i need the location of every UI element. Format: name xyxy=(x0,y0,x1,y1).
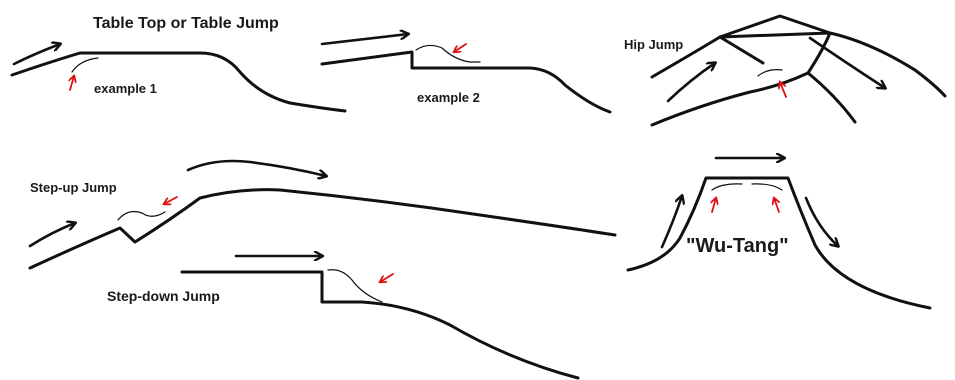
wu-tang-left-red-marker xyxy=(712,198,716,213)
hip-jump-label: Hip Jump xyxy=(624,37,683,52)
example-1-label: example 1 xyxy=(94,81,157,96)
table-top-2-direction-arrow xyxy=(320,34,408,46)
table-top-2-red-marker xyxy=(454,43,467,52)
table-top-1-terrain xyxy=(10,51,347,113)
hip-jump-right-face xyxy=(806,31,857,124)
hip-jump-center-line xyxy=(718,31,832,39)
step-up-landing-curve xyxy=(117,210,166,221)
step-down-label: Step-down Jump xyxy=(107,288,220,304)
hip-jump-right-arrow xyxy=(808,36,885,88)
table-top-2-landing-curve xyxy=(415,44,481,63)
step-down-red-marker xyxy=(380,273,394,282)
table-top-1-red-marker xyxy=(70,76,74,91)
wu-tang-terrain xyxy=(626,176,932,310)
step-up-air-arrow xyxy=(186,159,326,176)
wu-tang-right-landing-curve xyxy=(751,183,783,191)
wu-tang-label: "Wu-Tang" xyxy=(686,235,789,257)
hip-jump xyxy=(650,14,947,127)
hip-jump-lower-terrain xyxy=(650,71,810,127)
hip-jump-ridge-left xyxy=(650,35,722,79)
hip-jump-landing-curve xyxy=(757,69,783,77)
hip-jump-diagonal xyxy=(718,35,765,65)
wu-tang-right-red-marker xyxy=(774,198,779,213)
step-up-jump xyxy=(28,159,617,270)
step-down-landing-curve xyxy=(327,269,383,303)
wu-tang-jump xyxy=(626,158,932,310)
table-top-2-terrain xyxy=(320,50,612,114)
hip-jump-red-marker xyxy=(780,82,787,98)
step-up-label: Step-up Jump xyxy=(30,180,117,195)
table-top-example-1 xyxy=(10,44,347,113)
step-up-terrain xyxy=(28,188,617,270)
hip-jump-upper-edge xyxy=(718,14,947,98)
step-down-jump xyxy=(180,256,580,380)
hip-jump-left-arrow xyxy=(666,63,715,103)
wu-tang-left-arrow xyxy=(660,196,682,249)
table-top-title: Table Top or Table Jump xyxy=(93,15,279,32)
table-top-example-2 xyxy=(320,34,612,114)
step-up-red-marker xyxy=(164,196,178,204)
step-up-entry-arrow xyxy=(28,223,75,248)
example-2-label: example 2 xyxy=(417,90,480,105)
table-top-1-direction-arrow xyxy=(12,44,60,66)
step-down-terrain xyxy=(180,270,580,380)
wu-tang-right-arrow xyxy=(804,196,838,246)
table-top-1-landing-curve xyxy=(71,57,99,73)
wu-tang-left-landing-curve xyxy=(711,183,743,191)
